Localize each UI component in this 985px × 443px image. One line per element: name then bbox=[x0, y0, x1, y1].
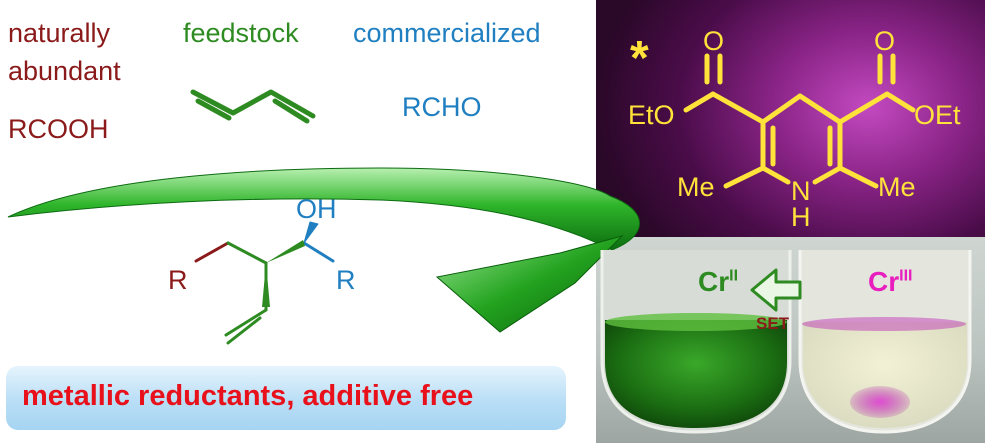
hantzsch-ester-structure bbox=[683, 53, 916, 189]
acid-formula: RCOOH bbox=[8, 114, 109, 144]
diene-label: feedstock bbox=[183, 18, 299, 48]
aldehyde-formula: RCHO bbox=[402, 92, 482, 122]
eto-label: EtO bbox=[628, 100, 675, 130]
nh-hydrogen-label: H bbox=[791, 202, 811, 232]
product-r-left: R bbox=[168, 265, 188, 295]
nitrogen-label: N bbox=[791, 176, 811, 206]
banner-text: metallic reductants, additive free bbox=[22, 380, 474, 412]
product-oh-label: OH bbox=[296, 194, 337, 224]
product-structure bbox=[194, 221, 335, 345]
butadiene-structure bbox=[190, 89, 316, 124]
cr-iii-label: CrIII bbox=[868, 266, 913, 297]
reductant-photo-panel bbox=[596, 0, 985, 237]
product-r-right: R bbox=[336, 265, 356, 295]
cr-ii-label: CrII bbox=[698, 266, 739, 297]
me-left-label: Me bbox=[677, 172, 715, 202]
test-tube-green bbox=[600, 250, 792, 434]
curved-arrow bbox=[7, 167, 640, 333]
aldehyde-label: commercialized bbox=[353, 18, 541, 48]
acid-label-line1: naturally bbox=[8, 18, 111, 48]
acid-label-line2: abundant bbox=[8, 56, 121, 86]
set-label: SET bbox=[756, 314, 790, 333]
me-right-label: Me bbox=[878, 172, 916, 202]
carbonyl-o-left: O bbox=[703, 26, 724, 56]
highlight-banner: metallic reductants, additive free bbox=[6, 366, 566, 430]
oet-label: OEt bbox=[914, 100, 961, 130]
carbonyl-o-right: O bbox=[874, 26, 895, 56]
set-arrow bbox=[750, 268, 802, 312]
product-bond-wedge bbox=[262, 240, 305, 307]
test-tube-purple bbox=[798, 250, 972, 434]
excited-star: * bbox=[630, 32, 649, 85]
